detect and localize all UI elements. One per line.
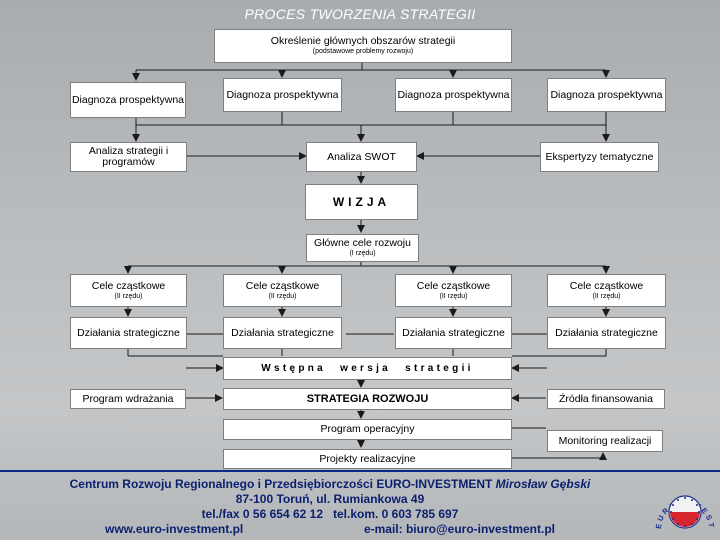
cele-sub: (II rzędu) (592, 292, 621, 300)
cele-sub: (II rzędu) (439, 292, 468, 300)
wizja-box: WIZJA (305, 184, 418, 220)
dzialania-label: Działania strategiczne (231, 326, 334, 339)
wstepna-wersja-box: Wstępna wersja strategii (223, 357, 512, 380)
dzialania-box-4: Działania strategiczne (547, 317, 666, 349)
footer-org: Centrum Rozwoju Regionalnego i Przedsięb… (69, 477, 493, 491)
strategia-rozwoju-label: STRATEGIA ROZWOJU (306, 392, 429, 405)
footer-web-row: www.euro-investment.pl e-mail: biuro@eur… (105, 522, 555, 537)
ekspertyzy-label: Ekspertyzy tematyczne (545, 150, 654, 163)
diagnoza-box-4: Diagnoza prospektywna (547, 78, 666, 112)
footer-org-line: Centrum Rozwoju Regionalnego i Przedsięb… (40, 477, 620, 492)
dzialania-label: Działania strategiczne (555, 326, 658, 339)
footer-email[interactable]: e-mail: biuro@euro-investment.pl (363, 522, 555, 536)
footer-divider (0, 470, 720, 472)
cele-czastkowe-box-3: Cele cząstkowe (II rzędu) (395, 274, 512, 307)
zrodla-finansowania-label: Źródła finansowania (559, 392, 653, 405)
main-areas-box: Określenie głównych obszarów strategii (… (214, 29, 512, 63)
strategia-rozwoju-box: STRATEGIA ROZWOJU (223, 388, 512, 410)
euro-investment-logo: EURO-INVESTMENT (652, 478, 714, 530)
main-areas-label: Określenie głównych obszarów strategii (270, 35, 456, 47)
zrodla-finansowania-box: Źródła finansowania (547, 389, 665, 409)
wstepna-wersja-label: Wstępna wersja strategii (261, 363, 474, 374)
cele-czastkowe-box-1: Cele cząstkowe (II rzędu) (70, 274, 187, 307)
wizja-label: WIZJA (332, 194, 391, 209)
dzialania-box-2: Działania strategiczne (223, 317, 342, 349)
dzialania-label: Działania strategiczne (402, 326, 505, 339)
diagnoza-box-3: Diagnoza prospektywna (395, 78, 512, 112)
diagnoza-label: Diagnoza prospektywna (71, 93, 185, 106)
monitoring-box: Monitoring realizacji (547, 430, 663, 452)
program-wdrazania-label: Program wdrażania (82, 392, 174, 405)
cele-label: Cele cząstkowe (569, 279, 644, 292)
cele-sub: (II rzędu) (114, 292, 143, 300)
cele-czastkowe-box-2: Cele cząstkowe (II rzędu) (223, 274, 342, 307)
analiza-strategii-box: Analiza strategii i programów (70, 142, 187, 172)
program-wdrazania-box: Program wdrażania (70, 389, 186, 409)
footer-contact: Centrum Rozwoju Regionalnego i Przedsięb… (40, 477, 620, 537)
cele-czastkowe-box-4: Cele cząstkowe (II rzędu) (547, 274, 666, 307)
program-operacyjny-label: Program operacyjny (320, 423, 415, 435)
slide-title: PROCES TWORZENIA STRATEGII (244, 6, 476, 22)
ekspertyzy-box: Ekspertyzy tematyczne (540, 142, 659, 172)
glowne-cele-sub: (I rzędu) (349, 250, 376, 257)
diagnoza-label: Diagnoza prospektywna (226, 88, 339, 101)
diagnoza-label: Diagnoza prospektywna (397, 88, 510, 101)
analiza-swot-label: Analiza SWOT (327, 150, 396, 163)
dzialania-box-1: Działania strategiczne (70, 317, 187, 349)
dzialania-label: Działania strategiczne (77, 326, 180, 339)
diagnoza-box-1: Diagnoza prospektywna (70, 82, 186, 118)
footer-address: 87-100 Toruń, ul. Rumiankowa 49 (235, 492, 425, 506)
footer-www[interactable]: www.euro-investment.pl (105, 522, 244, 536)
glowne-cele-label: Główne cele rozwoju (314, 237, 411, 249)
projekty-label: Projekty realizacyjne (319, 452, 416, 465)
footer-person: Mirosław Gębski (495, 477, 591, 491)
cele-label: Cele cząstkowe (245, 279, 320, 292)
dzialania-box-3: Działania strategiczne (395, 317, 512, 349)
glowne-cele-box: Główne cele rozwoju (I rzędu) (306, 234, 419, 262)
cele-label: Cele cząstkowe (91, 279, 166, 292)
main-areas-sub: (podstawowe problemy rozwoju) (312, 48, 414, 55)
cele-label: Cele cząstkowe (416, 279, 491, 292)
footer-phones: tel./fax 0 56 654 62 12 tel.kom. 0 603 7… (201, 507, 459, 521)
diagnoza-box-2: Diagnoza prospektywna (223, 78, 342, 112)
program-operacyjny-box: Program operacyjny (223, 419, 512, 440)
diagnoza-label: Diagnoza prospektywna (550, 88, 663, 101)
analiza-swot-box: Analiza SWOT (306, 142, 417, 172)
projekty-box: Projekty realizacyjne (223, 449, 512, 469)
analiza-strategii-label: Analiza strategii i programów (88, 145, 169, 168)
monitoring-label: Monitoring realizacji (558, 434, 652, 447)
flow-connectors (124, 62, 610, 460)
cele-sub: (II rzędu) (268, 292, 297, 300)
